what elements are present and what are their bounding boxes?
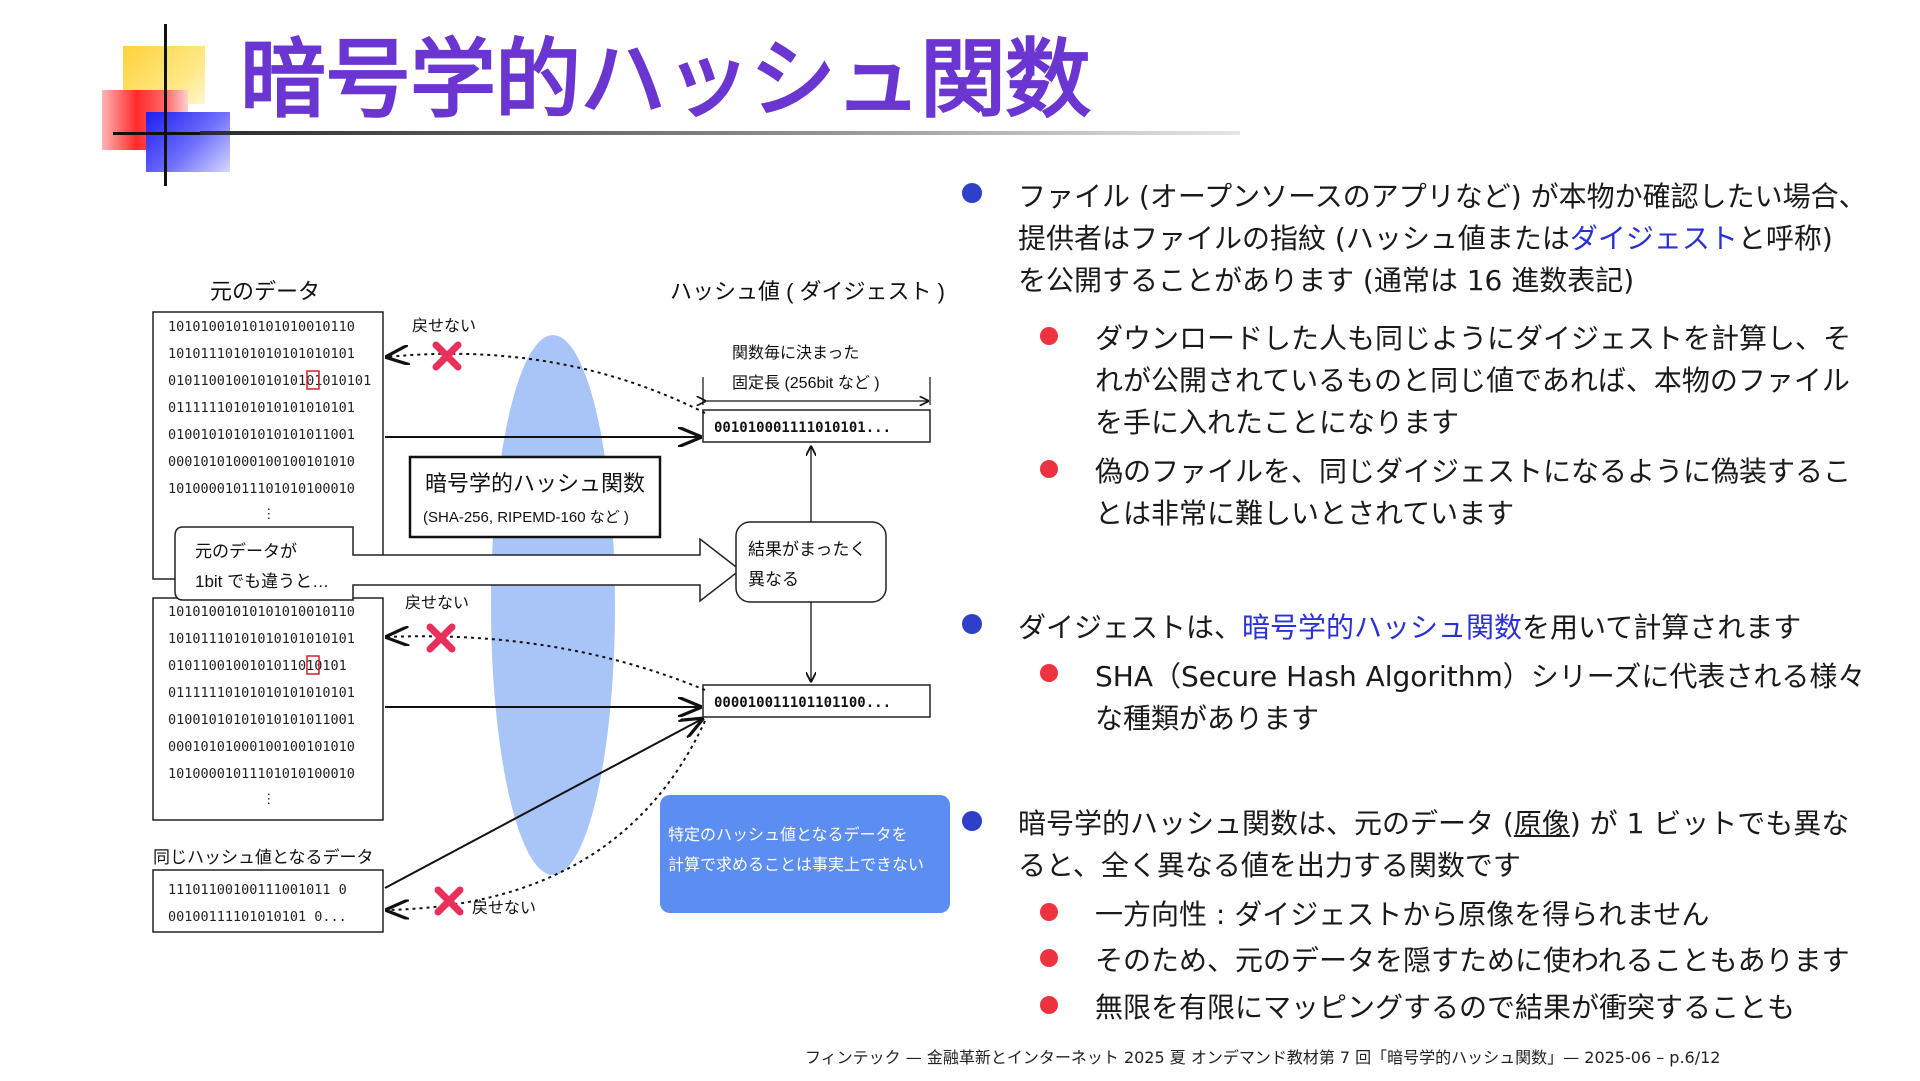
bullet-icon <box>962 614 982 634</box>
result-box <box>735 521 887 603</box>
same-hash-label: 同じハッシュ値となるデータ <box>153 847 374 867</box>
point-3: 暗号学的ハッシュ関数は、元のデータ (原像) が 1 ビットでも異な ると、全く… <box>1018 803 1898 887</box>
preimage-note-box <box>660 795 950 913</box>
hash-function-box <box>408 455 662 539</box>
data-row: 10101001010101010010110 <box>168 319 355 335</box>
data-row: 01111110101010101010101 <box>168 400 355 416</box>
sub-line: れが公開されているものと同じ値であれば、本物のファイル <box>1095 364 1850 397</box>
cannot-revert-label: 戻せない <box>472 899 536 917</box>
result-line2: 異なる <box>748 570 799 589</box>
footer: フィンテック — 金融革新とインターネット 2025 夏 オンデマンド教材第 7… <box>805 1048 1721 1067</box>
collision-arrow <box>384 719 702 889</box>
cannot-revert-label: 戻せない <box>405 594 469 612</box>
bullet-icon <box>962 811 982 831</box>
data-row: 10101001010101010010110 <box>168 604 355 620</box>
hash-value-1: 001010001111010101... <box>714 420 891 436</box>
point-2: ダイジェストは、暗号学的ハッシュ関数を用いて計算されます <box>1018 607 1898 649</box>
data-row: 00010101000100100101010 <box>168 739 355 755</box>
hash-box-1 <box>702 409 931 443</box>
hash-function-ellipse <box>491 335 615 875</box>
original-data-label: 元のデータ <box>210 279 320 304</box>
original-data-rows: 10101001010101010010110 1010111010101010… <box>168 319 371 522</box>
same-hash-data-box <box>152 869 384 933</box>
sub-bullet-icon <box>1040 664 1058 682</box>
data-row: 0101100100101010101010101 <box>168 373 371 389</box>
underlined-preimage: 原像 <box>1513 807 1570 840</box>
data-row: 01111110101010101010101 <box>168 685 355 701</box>
bullet-icon <box>962 183 982 203</box>
point-1-line2: 提供者はファイルの指紋 (ハッシュ値またはダイジェストと呼称) <box>1018 222 1833 255</box>
point-3-sub-1: 一方向性 : ダイジェストから原像を得られません <box>1095 894 1915 936</box>
point-3-sub-3: 無限を有限にマッピングするので結果が衝突することも <box>1095 987 1915 1029</box>
sub-line: SHA（Secure Hash Algorithm）シリーズに代表される様々 <box>1095 660 1866 693</box>
sub-line: 偽のファイルを、同じダイジェストになるように偽装するこ <box>1095 455 1852 488</box>
same-hash-row: 11101100100111001011 0 <box>168 882 347 898</box>
sub-line: 無限を有限にマッピングするので結果が衝突することも <box>1095 991 1796 1024</box>
point-1-sub-2: 偽のファイルを、同じダイジェストになるように偽装するこ とは非常に難しいとされて… <box>1095 451 1915 535</box>
sub-line: を手に入れたことになります <box>1095 406 1460 439</box>
header-decoration-horizontal-line <box>113 132 243 135</box>
data-row-ellipsis: ⋮ <box>262 791 276 807</box>
point-3-line2: ると、全く異なる値を出力する関数です <box>1018 849 1521 882</box>
result-line1: 結果がまったく <box>748 540 866 559</box>
difference-callout-line2: 1bit でも違うと… <box>195 572 329 591</box>
sub-bullet-icon <box>1040 460 1058 478</box>
sub-line: とは非常に難しいとされています <box>1095 497 1515 530</box>
sub-line: そのため、元のデータを隠すために使われることもあります <box>1095 944 1850 977</box>
modified-data-box <box>152 597 384 821</box>
data-row: 10101110101010101010101 <box>168 346 355 362</box>
header-decoration-blue <box>146 112 230 172</box>
data-row: 0101100100101011010101 <box>168 658 347 674</box>
hash-function-examples: (SHA-256, RIPEMD-160 など ) <box>423 509 629 526</box>
irreversible-arrow-1 <box>387 354 706 414</box>
sub-bullet-icon <box>1040 949 1058 967</box>
fixed-length-line2: 固定長 (256bit など ) <box>732 374 880 392</box>
cross-icon <box>432 341 462 371</box>
difference-callout <box>174 526 742 603</box>
hash-function-title: 暗号学的ハッシュ関数 <box>425 471 645 496</box>
header-decoration-vertical-line <box>164 24 167 186</box>
point-3-line1: 暗号学的ハッシュ関数は、元のデータ (原像) が 1 ビットでも異な <box>1018 807 1850 840</box>
data-row: 01001010101010101011001 <box>168 712 355 728</box>
highlight-hash-function: 暗号学的ハッシュ関数 <box>1242 611 1523 644</box>
point-2-sub-1: SHA（Secure Hash Algorithm）シリーズに代表される様々 な… <box>1095 656 1915 740</box>
sub-bullet-icon <box>1040 327 1058 345</box>
point-2-line1: ダイジェストは、暗号学的ハッシュ関数を用いて計算されます <box>1018 611 1802 644</box>
flipped-bit-marker <box>306 655 320 675</box>
sub-line: 一方向性 : ダイジェストから原像を得られません <box>1095 898 1710 931</box>
data-row-ellipsis: ⋮ <box>262 506 276 522</box>
sub-line: ダウンロードした人も同じようにダイジェストを計算し、そ <box>1095 322 1852 355</box>
sub-bullet-icon <box>1040 996 1058 1014</box>
preimage-note-line2: 計算で求めることは事実上できない <box>668 855 924 874</box>
point-1-sub-1: ダウンロードした人も同じようにダイジェストを計算し、そ れが公開されているものと… <box>1095 318 1915 444</box>
cross-icon <box>434 886 464 916</box>
sub-bullet-icon <box>1040 903 1058 921</box>
cross-icon <box>426 623 456 653</box>
preimage-note-line1: 特定のハッシュ値となるデータを <box>668 825 908 844</box>
hash-box-2 <box>702 684 931 718</box>
data-row: 10100001011101010100010 <box>168 481 355 497</box>
data-row: 10100001011101010100010 <box>168 766 355 782</box>
highlight-digest: ダイジェスト <box>1569 222 1738 255</box>
difference-callout-line1: 元のデータが <box>195 541 297 561</box>
data-row: 10101110101010101010101 <box>168 631 355 647</box>
point-1-line3: を公開することがあります (通常は 16 進数表記) <box>1018 264 1635 297</box>
flipped-bit-marker <box>306 370 320 390</box>
hash-value-label: ハッシュ値 ( ダイジェスト ) <box>670 279 945 304</box>
point-3-sub-2: そのため、元のデータを隠すために使われることもあります <box>1095 940 1915 982</box>
point-1: ファイル (オープンソースのアプリなど) が本物か確認したい場合、 提供者はファ… <box>1018 176 1898 302</box>
same-hash-row: 00100111101010101 0... <box>168 909 347 925</box>
cannot-revert-label: 戻せない <box>412 317 476 335</box>
data-row: 01001010101010101011001 <box>168 427 355 443</box>
data-row: 00010101000100100101010 <box>168 454 355 470</box>
title-underline <box>200 131 1240 135</box>
point-1-line1: ファイル (オープンソースのアプリなど) が本物か確認したい場合、 <box>1018 180 1867 213</box>
modified-data-rows: 10101001010101010010110 1010111010101010… <box>168 604 355 807</box>
hash-diagram: 元のデータ ハッシュ値 ( ダイジェスト ) 10101001010101010… <box>152 279 950 933</box>
page-title: 暗号学的ハッシュ関数 <box>240 30 1091 130</box>
fixed-length-line1: 関数毎に決まった <box>732 344 859 362</box>
hash-value-2: 000010011101101100... <box>714 695 891 711</box>
sub-line: な種類があります <box>1095 702 1320 735</box>
